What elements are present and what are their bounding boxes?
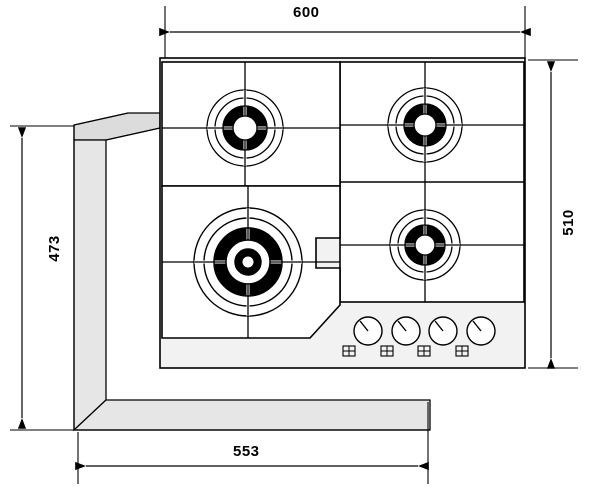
countertop-cutaway: [72, 112, 431, 432]
dimension-label-top-width: 600: [293, 4, 320, 21]
front-left-wok-burner: [162, 186, 340, 338]
rear-right-burner: [340, 62, 524, 182]
dimension-lines: [10, 6, 578, 484]
dimension-label-left-height: 473: [45, 235, 63, 262]
knob-2[interactable]: [380, 316, 421, 357]
dimension-label-bottom-width: 553: [233, 443, 260, 460]
knob-4[interactable]: [455, 316, 496, 357]
knob-3[interactable]: [417, 316, 458, 357]
rear-left-burner: [162, 62, 340, 186]
control-knob-panel: [342, 316, 496, 357]
knob-1[interactable]: [342, 316, 383, 357]
front-right-burner: [340, 182, 524, 302]
dimension-label-right-height: 510: [559, 209, 577, 236]
